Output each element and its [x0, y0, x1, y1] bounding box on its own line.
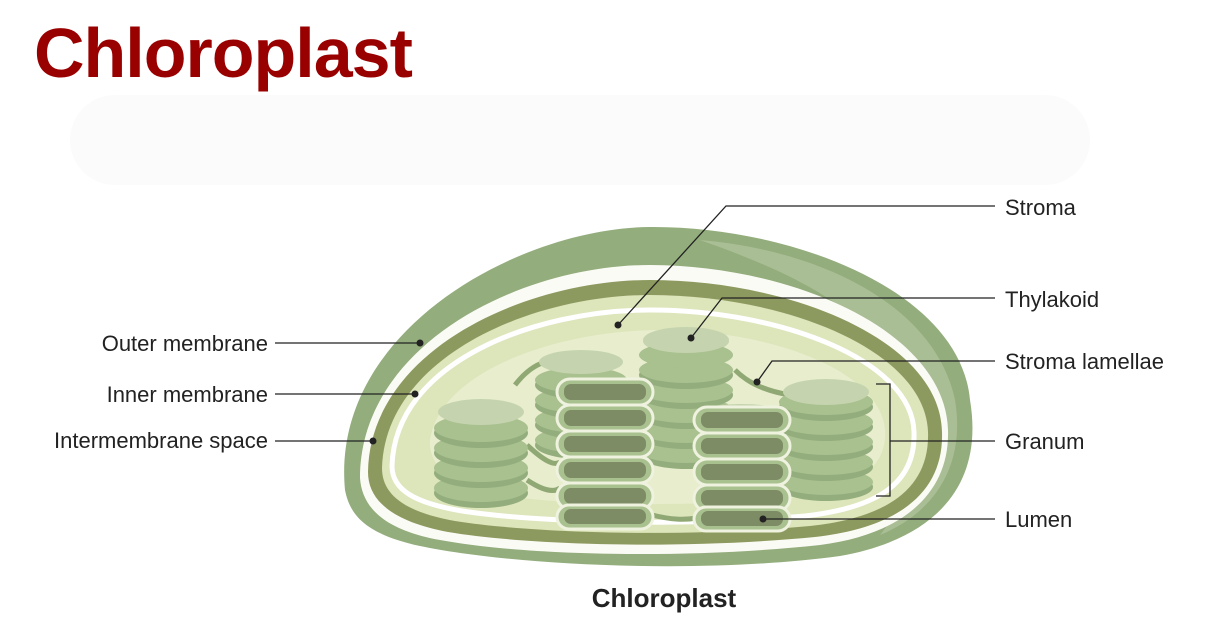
granum-stack-center: [639, 327, 733, 469]
lumen-compartment: [555, 481, 655, 511]
granum-stack-left: [434, 399, 528, 508]
leader-stroma: [617, 205, 995, 326]
lumen-compartment: [692, 405, 792, 435]
lumen-compartment: [555, 429, 655, 459]
inner-white-line: [389, 307, 917, 525]
leader-stroma-lamellae: [756, 360, 995, 383]
lumen-compartment: [555, 403, 655, 433]
lumen-compartment: [692, 457, 792, 487]
leader-lines: [275, 205, 995, 520]
leader-thylakoid: [690, 297, 995, 339]
page-title: Chloroplast: [34, 14, 413, 92]
lumen-compartment: [555, 377, 655, 407]
blank-banner: [70, 95, 1090, 185]
granum-section-right: [692, 404, 792, 533]
lumen-compartment: [555, 503, 655, 531]
thylakoid-top: [643, 327, 729, 353]
label-outer-membrane: Outer membrane: [102, 331, 268, 356]
thylakoid-top: [438, 399, 524, 425]
label-lumen: Lumen: [1005, 507, 1072, 532]
label-thylakoid: Thylakoid: [1005, 287, 1099, 312]
thylakoid-top: [783, 379, 869, 405]
label-inner-membrane: Inner membrane: [107, 382, 268, 407]
diagram-caption: Chloroplast: [592, 583, 737, 613]
outer-membrane-highlight: [700, 240, 958, 535]
lumen-compartment: [555, 455, 655, 485]
granum-stack-right: [779, 379, 873, 501]
granum-section-left: [555, 377, 655, 531]
label-stroma-lamellae: Stroma lamellae: [1005, 349, 1164, 374]
label-stroma: Stroma: [1005, 195, 1077, 220]
leader-dots: [369, 321, 767, 523]
label-granum: Granum: [1005, 429, 1084, 454]
granum-bracket: [876, 383, 891, 497]
label-intermembrane-space: Intermembrane space: [54, 428, 268, 453]
lumen-compartment: [692, 431, 792, 461]
thylakoid-top: [539, 350, 623, 374]
